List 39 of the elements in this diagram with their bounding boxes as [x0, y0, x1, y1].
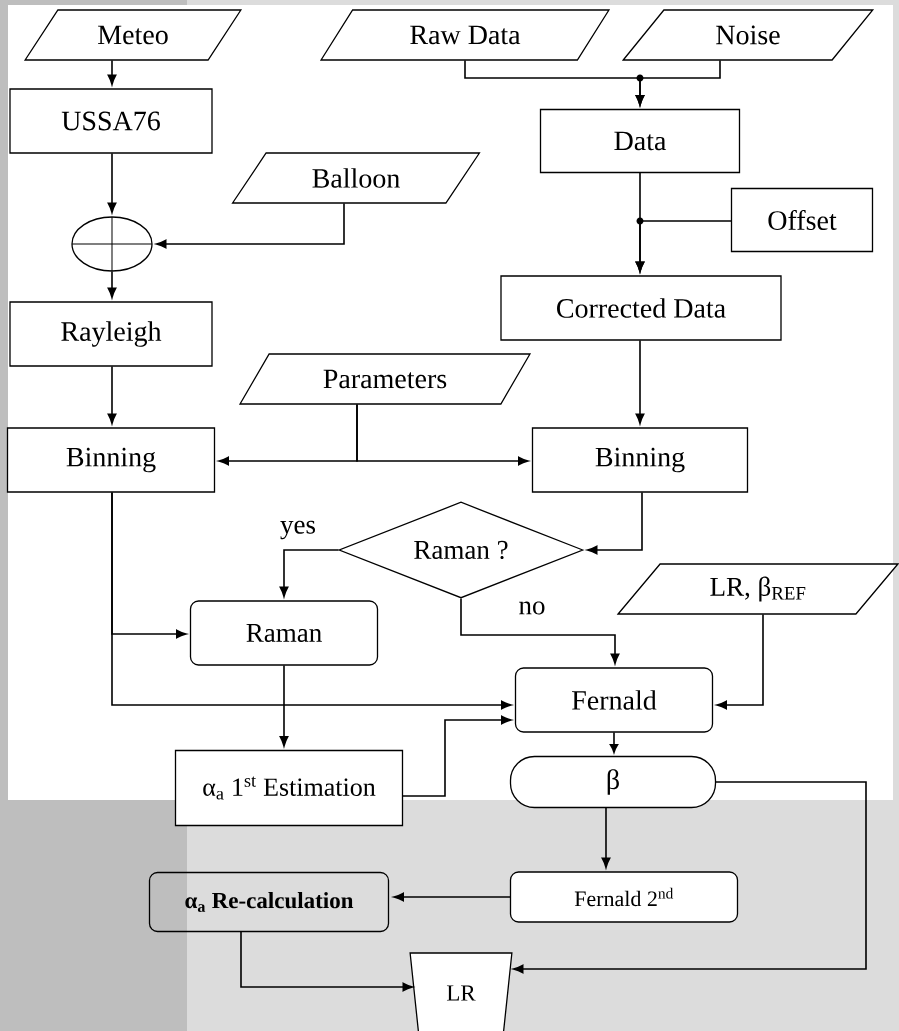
rounded-box: α$_{a}$ Re-calculation [148, 871, 390, 933]
arrow [402, 715, 512, 797]
process-box: Data [539, 108, 741, 174]
terminal-box: β [509, 755, 717, 809]
arrow [107, 152, 117, 214]
arrow [107, 270, 117, 299]
arrow [609, 731, 619, 754]
arrow [393, 892, 511, 902]
arrow [356, 403, 529, 466]
arrow [635, 339, 645, 425]
arrow [240, 931, 414, 992]
arrow [601, 807, 611, 869]
arrow [107, 59, 117, 86]
arrow [155, 202, 345, 249]
arrow [279, 664, 289, 747]
arrow [460, 597, 620, 665]
arrow [635, 220, 732, 273]
arrow [586, 491, 643, 555]
process-box: Rayleigh [9, 301, 213, 367]
rounded-box: Fernald [514, 667, 714, 733]
arrow [279, 549, 340, 598]
rounded-box: Fernald 2$^{nd}$ [509, 871, 739, 923]
process-box: Corrected Data [500, 275, 782, 341]
edge-label: yes [279, 519, 317, 541]
arrow [111, 491, 512, 710]
input-parallelogram: Balloon [231, 152, 481, 204]
arrow [107, 365, 117, 425]
process-box: Binning [531, 427, 749, 493]
process-box: USSA76 [9, 88, 213, 154]
rounded-box: Raman [189, 600, 379, 666]
trapezoid-box: LR [409, 952, 513, 1031]
process-box: Binning [6, 427, 216, 493]
node-label: LR, β$_{REF}$ [710, 576, 806, 602]
process-box: Offset [730, 187, 874, 253]
arrow [512, 781, 867, 974]
arrow [716, 613, 764, 710]
summing-junction [71, 216, 153, 272]
process-box: α$_{a}$ 1$^{st}$ Estimation [174, 749, 404, 827]
arrow [635, 59, 721, 106]
